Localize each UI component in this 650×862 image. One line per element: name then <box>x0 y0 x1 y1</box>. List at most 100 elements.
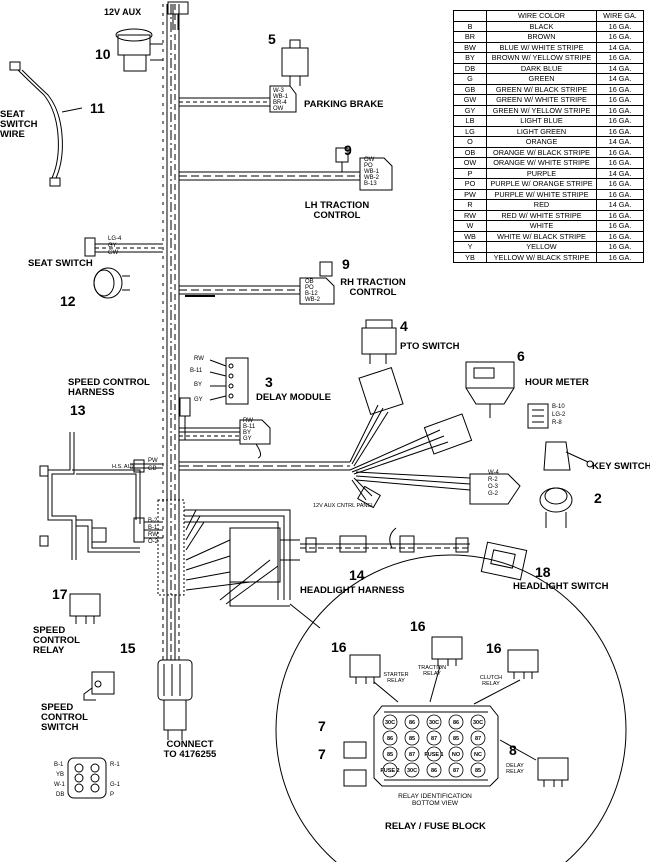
pin-label: GY <box>108 243 117 249</box>
pin-label: BY <box>243 430 252 436</box>
fuse-block-socket <box>470 762 486 778</box>
delay-harness-connector <box>179 419 271 459</box>
wire-color-cell: RED W/ WHITE STRIPE <box>486 209 597 221</box>
rh-traction-branch <box>179 261 335 305</box>
key-switch <box>539 441 594 528</box>
fuse-block-cell-label: FUSE 2 <box>380 768 399 774</box>
relay-block-bundle <box>184 509 300 607</box>
starter-relay-label: STARTER RELAY <box>383 672 409 684</box>
pin-label: W-1 <box>54 782 65 788</box>
pin-label: GW <box>108 250 119 256</box>
wire-code-cell: LB <box>453 115 487 127</box>
aux-12v-label: 12V AUX <box>104 7 142 17</box>
callout-18: 18 <box>535 564 551 580</box>
callout-16-starter: 16 <box>331 639 347 655</box>
fuse-block-cell-label: 85 <box>409 736 415 742</box>
fuse-block-cell-label: 30C <box>385 720 395 726</box>
wire-code-cell: G <box>453 73 487 85</box>
relay-fuse-block-label: RELAY / FUSE BLOCK <box>385 821 486 832</box>
fuse-block-cell-label: FUSE 1 <box>424 752 443 758</box>
pin-label: PO <box>305 285 314 291</box>
connector-lead <box>162 600 180 660</box>
wire-color-cell: ORANGE W/ WHITE STRIPE <box>486 157 597 169</box>
pin-label: RW <box>194 356 204 362</box>
fuse-block-socket <box>470 730 486 746</box>
pin-label: LG-2 <box>552 412 566 418</box>
wire-color-cell: ORANGE W/ BLACK STRIPE <box>486 146 597 158</box>
hour-meter <box>465 361 549 429</box>
callout-16-clutch: 16 <box>486 640 502 656</box>
fuse-block-cell-label: 30C <box>407 768 417 774</box>
fuse-block-cell-label: 30C <box>473 720 483 726</box>
wire-gauge-cell: 16 GA. <box>596 31 644 43</box>
wire-gauge-cell: 14 GA. <box>596 41 644 53</box>
fuse-block-cell-label: 87 <box>409 752 415 758</box>
wire-table-header: WIRE COLOR WIRE GA. <box>453 10 644 22</box>
wire-gauge-cell: 16 GA. <box>596 241 644 253</box>
wire-color-cell: RED <box>486 199 597 211</box>
fuse-block-socket <box>382 730 398 746</box>
pin-label: B-11 <box>243 424 256 430</box>
pin-label: GY <box>243 436 252 442</box>
wire-code-cell: PW <box>453 188 487 200</box>
wire-color-cell: PURPLE W/ WHITE STRIPE <box>486 188 597 200</box>
wire-code-cell: OB <box>453 146 487 158</box>
wire-gauge-cell: 16 GA. <box>596 104 644 116</box>
wire-code-cell: O <box>453 136 487 148</box>
wire-color-cell: LIGHT GREEN <box>486 125 597 137</box>
wire-gauge-cell: 14 GA. <box>596 62 644 74</box>
wire-code-cell: R <box>453 199 487 211</box>
relay-fuse-circle <box>275 554 627 862</box>
wire-gauge-cell: 16 GA. <box>596 94 644 106</box>
wire-code-cell: BY <box>453 52 487 64</box>
wire-code-cell: DB <box>453 62 487 74</box>
pin-label: PW <box>148 458 158 464</box>
wire-gauge-cell: 16 GA. <box>596 146 644 158</box>
headlight-harness <box>300 527 470 553</box>
seat-switch-wire-label: SEAT SWITCH WIRE <box>0 109 38 140</box>
parking-brake-label: PARKING BRAKE <box>304 99 384 110</box>
pin-label: W-4 <box>488 470 499 476</box>
headlight-switch-label: HEADLIGHT SWITCH <box>513 581 609 592</box>
wire-color-cell: BROWN W/ YELLOW STRIPE <box>486 52 597 64</box>
wire-code-cell: BW <box>453 41 487 53</box>
speed-control-relay-label: SPEED CONTROL RELAY <box>33 625 80 656</box>
callout-16-traction: 16 <box>410 618 426 634</box>
wire-color-cell: WHITE <box>486 220 597 232</box>
clutch-relay-label: CLUTCH RELAY <box>479 675 503 687</box>
fuse-block-cell-label: 87 <box>431 736 437 742</box>
callout-13: 13 <box>70 402 86 418</box>
wire-color-cell: PURPLE W/ ORANGE STRIPE <box>486 178 597 190</box>
pin-label: P <box>110 792 115 798</box>
callout-7-top: 7 <box>318 718 326 734</box>
pin-label: BY <box>194 382 203 388</box>
callout-12: 12 <box>60 293 76 309</box>
pin-label: WB-1 <box>273 94 288 100</box>
fuse-block-socket <box>382 746 398 762</box>
wire-code-cell: PO <box>453 178 487 190</box>
pin-label: WB-2 <box>305 297 320 303</box>
headlight-switch <box>480 541 528 581</box>
pin-label: RW <box>148 532 158 538</box>
fuse-block-socket <box>470 746 486 762</box>
main-harness-trunk <box>157 4 185 600</box>
wire-code-cell: OW <box>453 157 487 169</box>
wire-color-cell: BLACK <box>486 20 597 32</box>
pin-label: WB-2 <box>364 175 379 181</box>
callout-3: 3 <box>265 374 273 390</box>
header-wire-color: WIRE COLOR <box>486 10 597 22</box>
fuse-block <box>373 705 499 787</box>
callout-2: 2 <box>594 490 602 506</box>
wire-code-cell: Y <box>453 241 487 253</box>
wire-gauge-cell: 16 GA. <box>596 20 644 32</box>
wire-code-cell: YB <box>453 251 487 263</box>
